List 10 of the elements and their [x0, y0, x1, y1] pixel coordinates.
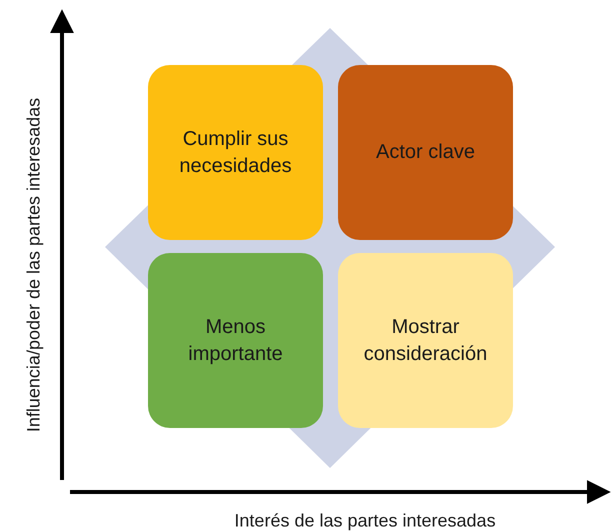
x-axis-label: Interés de las partes interesadas	[234, 510, 496, 532]
quadrant-box	[148, 65, 323, 240]
quadrant-box	[148, 253, 323, 428]
quadrant-box	[338, 253, 513, 428]
quadrant-box	[338, 65, 513, 240]
quadrant-label: Cumplir sus necesidades	[178, 126, 293, 178]
quadrant-label: Actor clave	[375, 140, 476, 165]
y-axis-label: Influencia/poder de las partes interesadas	[24, 98, 44, 432]
quadrant-label: Mostrar consideración	[362, 314, 488, 366]
quadrant-label: Menos importante	[187, 314, 284, 366]
